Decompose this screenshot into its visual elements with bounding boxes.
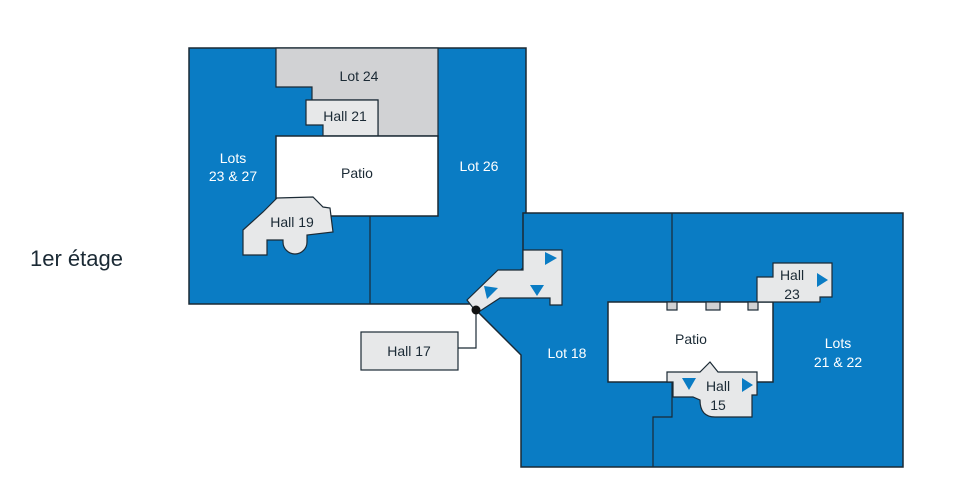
label-hall-15-line1: Hall (706, 378, 730, 394)
label-lots-21-22-line1: Lots (825, 335, 851, 351)
label-hall-15-line2: 15 (710, 397, 726, 413)
entrance-arrow-icon (682, 378, 696, 390)
patio-right (607, 301, 774, 383)
entrance-arrow-icon (545, 252, 557, 265)
label-hall-21: Hall 21 (323, 108, 367, 124)
label-lot-24: Lot 24 (340, 68, 379, 84)
label-lot-26: Lot 26 (460, 158, 499, 174)
label-patio-right: Patio (675, 331, 707, 347)
patio-tab (705, 301, 721, 311)
patio-tab (666, 301, 678, 311)
entrance-arrow-icon (817, 273, 828, 287)
hall-19[interactable] (242, 196, 334, 256)
label-hall-23-line1: Hall (780, 267, 804, 283)
entrance-arrow-icon (484, 286, 498, 299)
hall-17[interactable] (360, 331, 459, 371)
label-patio-left: Patio (341, 165, 373, 181)
label-hall-17: Hall 17 (387, 343, 431, 359)
label-lots-23-27-line2: 23 & 27 (209, 168, 257, 184)
label-lots-23-27-line1: Lots (220, 150, 246, 166)
patio-tab (747, 301, 759, 311)
label-lots-21-22-line2: 21 & 22 (814, 354, 862, 370)
entrance-arrow-icon (530, 285, 544, 296)
corridor (466, 249, 563, 314)
hall-15[interactable] (666, 361, 758, 418)
label-lot-18: Lot 18 (548, 345, 587, 361)
divider (652, 382, 673, 467)
label-hall-23-line2: 23 (784, 286, 800, 302)
entrance-arrow-icon (742, 378, 753, 392)
connector-dot-icon (471, 305, 481, 315)
label-hall-19: Hall 19 (270, 214, 314, 230)
connector-line (458, 310, 477, 349)
floor-label: 1er étage (30, 246, 123, 271)
hall-23[interactable] (756, 262, 833, 303)
